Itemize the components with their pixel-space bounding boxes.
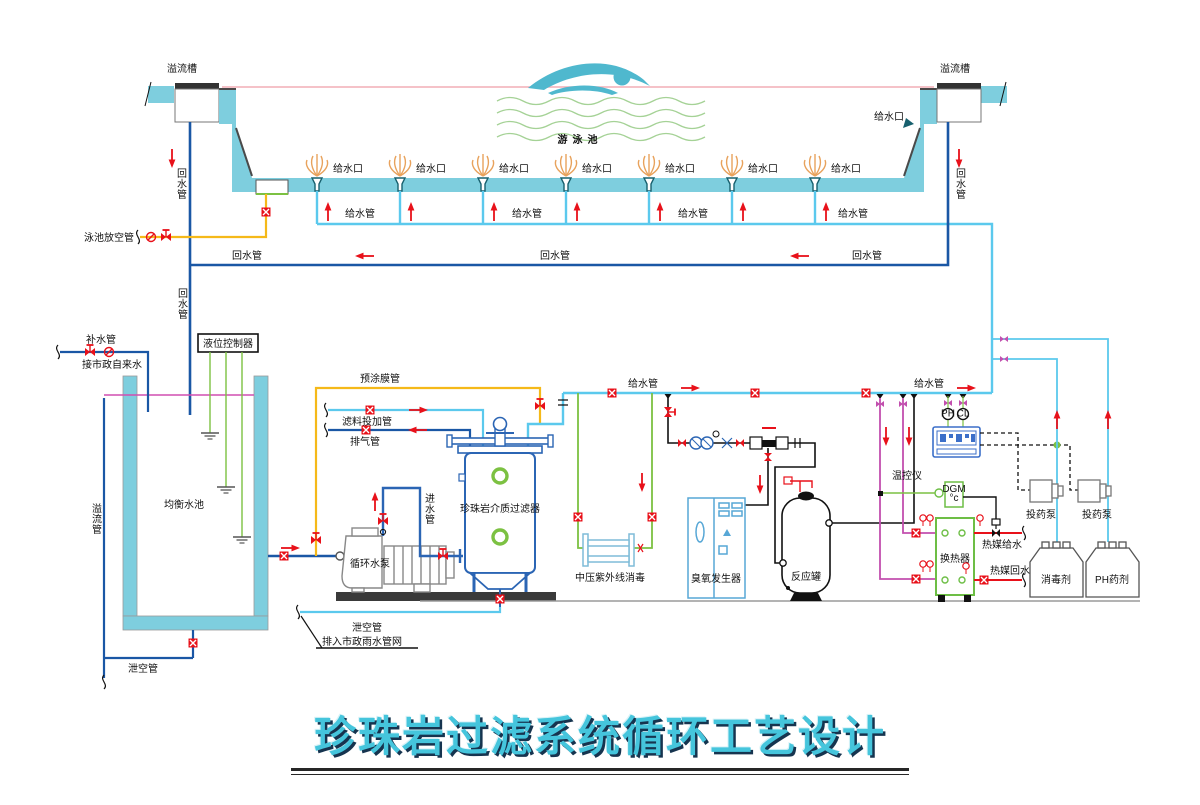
right-trough-label: 溢流槽 bbox=[940, 62, 970, 75]
dosing-pump-label: 投药泵 bbox=[1082, 508, 1112, 521]
swimmer-logo bbox=[528, 63, 650, 95]
inlet-label: 给水口 bbox=[748, 162, 778, 175]
water-quality-analyzer bbox=[932, 426, 981, 458]
dosing-pump-1 bbox=[1029, 479, 1064, 503]
return-pipe-label: 回水管 bbox=[540, 249, 570, 262]
supply-pipe-label: 给水管 bbox=[512, 207, 542, 220]
inlet-label: 给水口 bbox=[333, 162, 363, 175]
supply-pipe-label: 给水管 bbox=[838, 207, 868, 220]
heat-exchanger-label: 换热器 bbox=[940, 552, 970, 565]
swimming-pool-section: 溢流槽 溢流槽 游泳池 给水口 给水口 bbox=[144, 62, 1007, 195]
balance-tank: 均衡水池 补水管 接市政自来水 溢流管 泄空管 液位控制器 bbox=[55, 333, 269, 690]
main-drain bbox=[255, 179, 289, 195]
filter-inlet-label: 进水管 bbox=[425, 493, 435, 526]
thermostat-display: DGM bbox=[942, 484, 965, 495]
water-inlets: 给水口 给水口 给水口 给水口 给水口 给水口 给水口 给水口 bbox=[305, 110, 914, 192]
inlet-label: 给水口 bbox=[665, 162, 695, 175]
makeup-pipe-label: 补水管 bbox=[86, 333, 116, 346]
disinfection-zone: 给水管 给水管 中压紫外线消毒 bbox=[563, 377, 992, 601]
wall-inlet-label: 给水口 bbox=[874, 110, 904, 123]
cl-probe-label: CL bbox=[957, 409, 970, 420]
supply-pipe-label: 给水管 bbox=[345, 207, 375, 220]
uv-label: 中压紫外线消毒 bbox=[575, 571, 645, 584]
pump-label: 循环水泵 bbox=[350, 557, 390, 570]
right-overflow-trough bbox=[936, 88, 982, 123]
pool-floor bbox=[232, 178, 924, 192]
left-trough-grate bbox=[175, 83, 219, 89]
inlet-label: 给水口 bbox=[831, 162, 861, 175]
ozone-label: 臭氧发生器 bbox=[691, 572, 741, 585]
return-pipe-label: 回水管 bbox=[852, 249, 882, 262]
balance-tank-label: 均衡水池 bbox=[164, 498, 204, 511]
return-pipe-label: 回水管 bbox=[956, 168, 966, 201]
dosing-pump-label: 投药泵 bbox=[1026, 508, 1056, 521]
pump-filter-unit: 循环水泵 进水管 预涂膜管 滤料投加管 排气管 bbox=[268, 372, 1140, 649]
reactor-label: 反应罐 bbox=[791, 570, 821, 583]
left-trough-label: 溢流槽 bbox=[167, 62, 197, 75]
right-trough-grate bbox=[937, 83, 981, 89]
supply-pipe-label: 给水管 bbox=[628, 377, 658, 390]
return-pipe-label: 回水管 bbox=[178, 288, 188, 321]
title-block: 珍珠岩过滤系统循环工艺设计 bbox=[250, 703, 950, 775]
uv-unit bbox=[582, 533, 635, 567]
thermostat-unit: °c bbox=[950, 493, 959, 504]
media-pipe-label: 滤料投加管 bbox=[342, 415, 392, 428]
heating-dosing-zone: 换热器 热媒给水 热媒回水 温控仪 DGM °c PH CL bbox=[876, 336, 1140, 602]
supply-pipe-label: 给水管 bbox=[914, 377, 944, 390]
circulation-pump bbox=[341, 527, 455, 593]
ozone-generator bbox=[687, 497, 746, 599]
heating-return-label: 热媒回水 bbox=[990, 564, 1030, 577]
inlet-label: 给水口 bbox=[416, 162, 446, 175]
disinfectant-label: 消毒剂 bbox=[1041, 573, 1071, 586]
municipal-water-label: 接市政自来水 bbox=[82, 358, 142, 371]
heating-supply-label: 热媒给水 bbox=[982, 538, 1022, 551]
perlite-filter-label: 珍珠岩介质过滤器 bbox=[460, 502, 540, 515]
overflow-pipe-label: 溢流管 bbox=[92, 502, 102, 536]
water-waves bbox=[496, 96, 706, 142]
thermostat-label: 温控仪 bbox=[892, 469, 922, 482]
perlite-filter bbox=[446, 416, 554, 592]
pool-title: 游泳池 bbox=[558, 133, 603, 146]
disinfectant-jug bbox=[1029, 541, 1084, 598]
supply-pipe-label: 给水管 bbox=[678, 207, 708, 220]
dosing-pump-2 bbox=[1077, 479, 1112, 503]
filter-drain-label: 泄空管 bbox=[352, 621, 382, 634]
diagram-title: 珍珠岩过滤系统循环工艺设计 bbox=[313, 713, 886, 760]
ph-chemical-label: PH药剂 bbox=[1095, 573, 1129, 586]
sewer-label: 排入市政雨水管网 bbox=[322, 635, 402, 648]
left-overflow-trough bbox=[174, 88, 220, 123]
return-pipe-label: 回水管 bbox=[177, 168, 187, 201]
inlet-label: 给水口 bbox=[499, 162, 529, 175]
ph-chemical-jug bbox=[1085, 541, 1140, 598]
ph-probe-label: PH bbox=[941, 409, 955, 420]
vent-pipe-label: 排气管 bbox=[350, 435, 380, 448]
title-underline bbox=[291, 768, 909, 775]
return-pipe-label: 回水管 bbox=[232, 249, 262, 262]
precoat-label: 预涂膜管 bbox=[360, 372, 400, 385]
pool-piping: 给水管 给水管 给水管 给水管 回水管 回水管 回水管 回水管 回水管 回水管 … bbox=[84, 122, 994, 415]
level-controller-label: 液位控制器 bbox=[203, 337, 253, 350]
inlet-label: 给水口 bbox=[582, 162, 612, 175]
pool-drain-label: 泳池放空管 bbox=[84, 231, 134, 244]
tank-drain-label: 泄空管 bbox=[128, 662, 158, 675]
reaction-tank bbox=[779, 476, 833, 601]
